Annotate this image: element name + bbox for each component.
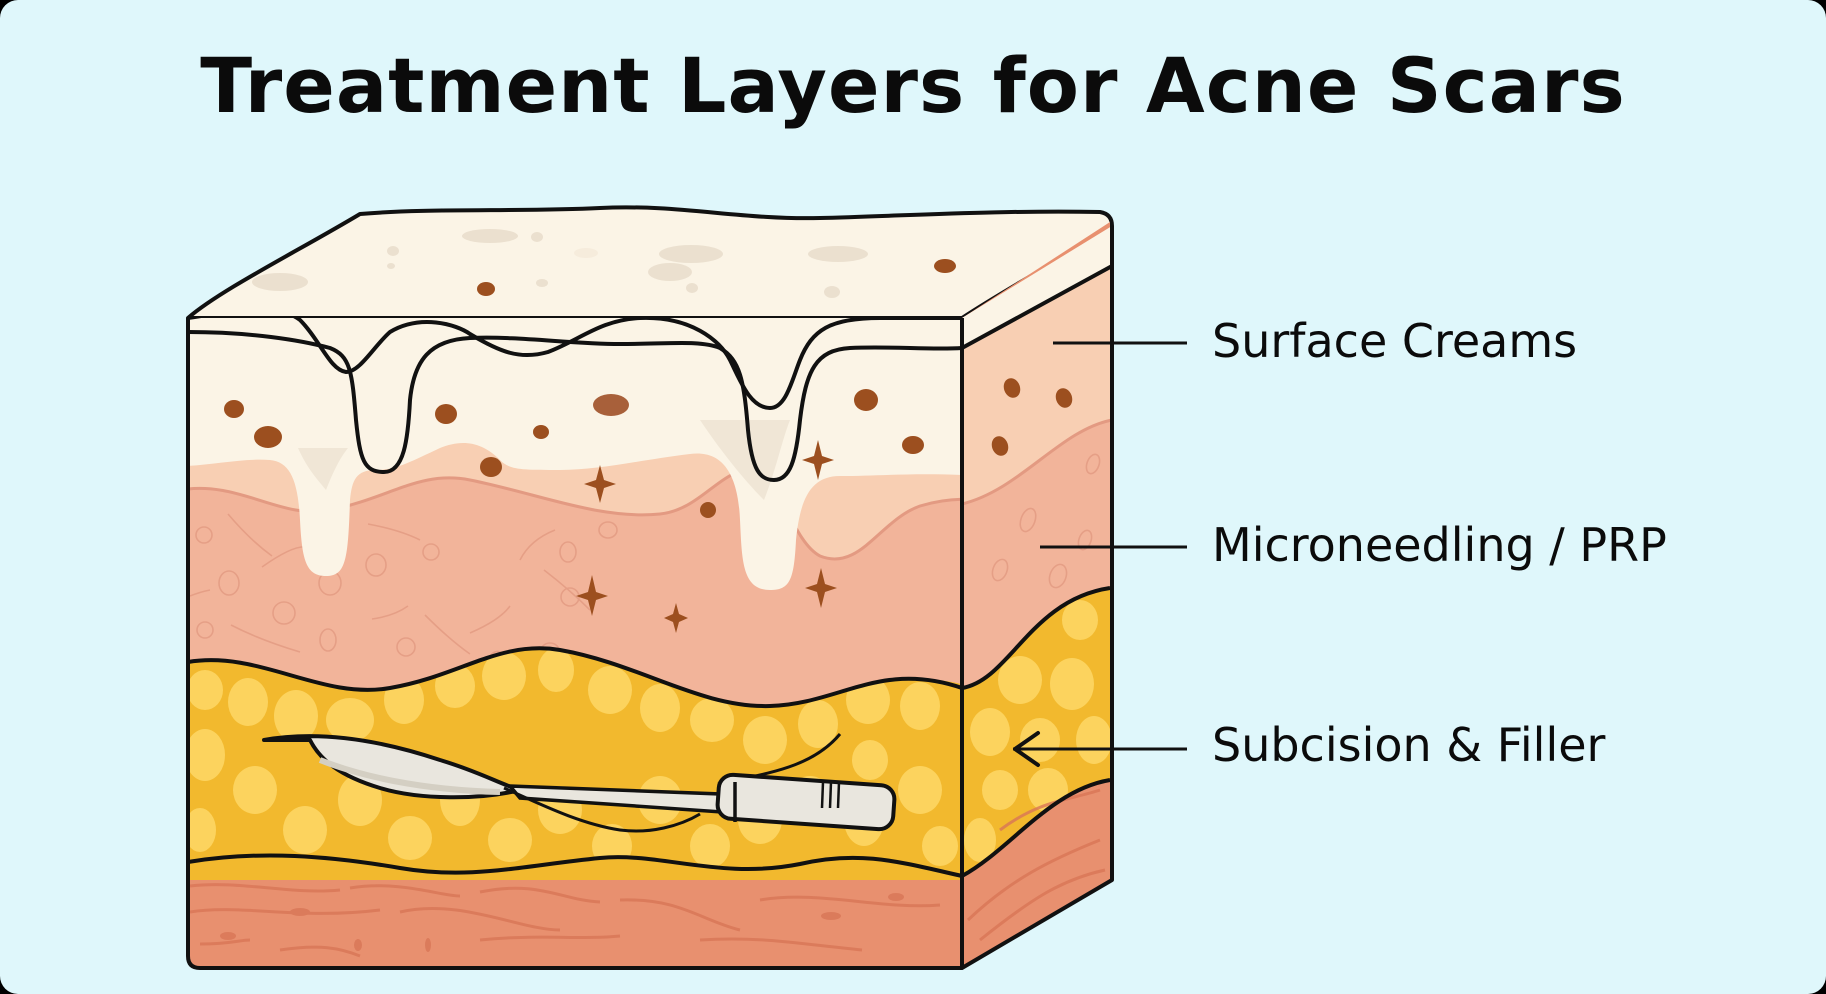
label-subcision-filler: Subcision & Filler (1212, 718, 1606, 772)
arrow-left-icon (1013, 731, 1040, 767)
top-face: > (186, 205, 1114, 320)
front-face (188, 318, 962, 968)
page-title: Treatment Layers for Acne Scars (200, 41, 1626, 130)
leader-lines (1013, 341, 1187, 767)
muscle-texture (189, 883, 941, 958)
label-surface-creams: Surface Creams (1212, 314, 1578, 368)
label-microneedling-prp: Microneedling / PRP (1212, 518, 1667, 572)
pigment-spots (224, 389, 924, 518)
subcision-cannula-icon (262, 733, 897, 833)
sparkle-icons (576, 440, 837, 633)
